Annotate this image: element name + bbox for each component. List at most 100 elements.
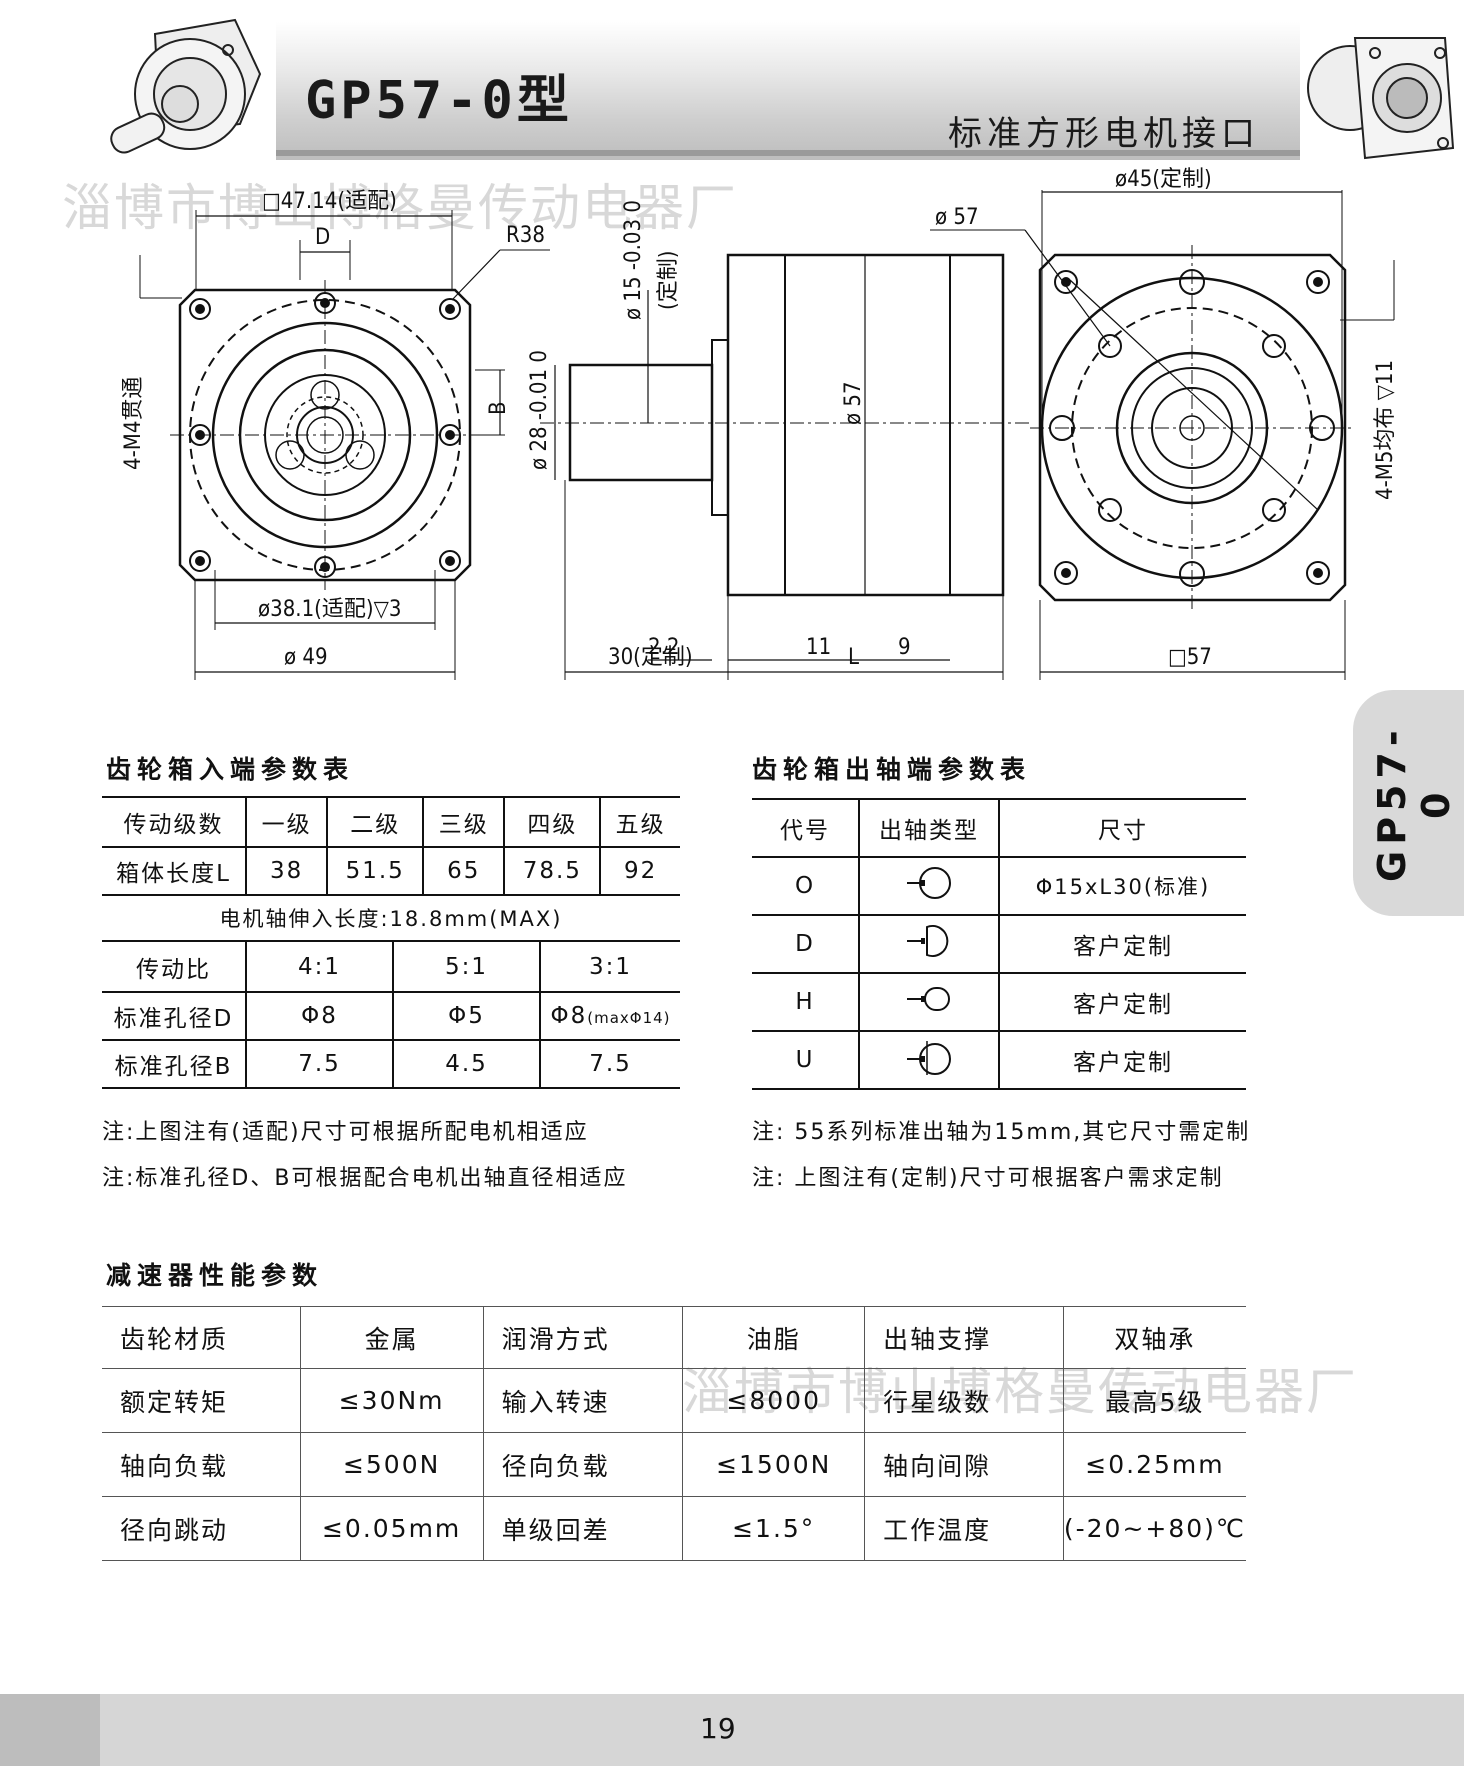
cell-stage-label: 传动级数 xyxy=(102,797,247,847)
cell-output-size-h: 客户定制 xyxy=(1073,992,1173,1018)
perf-table-title: 减速器性能参数 xyxy=(106,1261,324,1290)
shaft-type-d-icon xyxy=(859,915,1000,973)
cell-perf-2-2: 径向负载 xyxy=(483,1432,684,1497)
cell-output-size-o: Φ15xL30(标准) xyxy=(1035,875,1211,899)
cell-output-code-o: O xyxy=(752,857,860,915)
side-tab xyxy=(1353,690,1464,916)
dim-shaft-tol-note: (定制) xyxy=(656,251,681,310)
cell-perf-3-5: (-20~+80)℃ xyxy=(1063,1514,1246,1543)
input-table-title: 齿轮箱入端参数表 xyxy=(106,755,355,784)
dim-dia49: ø 49 xyxy=(284,645,328,670)
cell-perf-1-1: ≤30Nm xyxy=(300,1368,484,1433)
cell-output-h-type: 出轴类型 xyxy=(859,799,1000,857)
cell-output-size-u: 客户定制 xyxy=(1073,1050,1173,1076)
cell-ratio-label: 传动比 xyxy=(102,942,247,992)
cell-perf-1-2: 输入转速 xyxy=(483,1368,684,1433)
cell-output-code-d: D xyxy=(752,915,860,973)
dim-dia57-front: ø 57 xyxy=(935,205,979,230)
input-note-2: 注:标准孔径D、B可根据配合电机出轴直径相适应 xyxy=(102,1166,628,1191)
cell-perf-2-4: 轴向间隙 xyxy=(864,1432,1064,1497)
footer-band xyxy=(0,1694,1464,1766)
cell-boreB-3: 7.5 xyxy=(589,1051,632,1077)
cell-ratio-2: 5:1 xyxy=(393,942,541,992)
output-table-title: 齿轮箱出轴端参数表 xyxy=(752,755,1032,784)
cell-length-5: 92 xyxy=(623,858,658,884)
dim-r38: R38 xyxy=(506,223,545,248)
input-flange-view xyxy=(139,210,550,680)
cell-boreD-label: 标准孔径D xyxy=(102,992,247,1040)
cell-perf-2-5: ≤0.25mm xyxy=(1085,1450,1225,1479)
dim-dia45: ø45(定制) xyxy=(1115,167,1212,192)
cell-perf-0-5: 双轴承 xyxy=(1114,1324,1196,1354)
cell-perf-0-2: 润滑方式 xyxy=(483,1306,684,1369)
cell-shaft-insert: 电机轴伸入长度:18.8mm(MAX) xyxy=(219,907,563,931)
shaft-type-u-icon xyxy=(859,1031,1000,1089)
dim-shaft-tol: ø 15 -0.03 0 xyxy=(621,200,646,320)
cell-output-h-code: 代号 xyxy=(752,799,860,857)
dim-dia28: ø 28 -0.01 0 xyxy=(527,350,552,470)
cell-output-code-u: U xyxy=(752,1031,860,1089)
cell-perf-2-1: ≤500N xyxy=(300,1432,484,1497)
input-note-1: 注:上图注有(适配)尺寸可根据所配电机相适应 xyxy=(102,1120,589,1145)
shaft-type-o-icon xyxy=(859,857,1000,915)
cell-length-1: 38 xyxy=(246,847,329,895)
header-band xyxy=(276,22,1300,160)
watermark-top: 淄博市博山博格曼传动电器厂 xyxy=(62,179,738,237)
cell-perf-3-0: 径向跳动 xyxy=(102,1496,301,1561)
output-note-2: 注: 上图注有(定制)尺寸可根据客户需求定制 xyxy=(752,1166,1224,1191)
dim-holes-output: 4-M5均布 ▽11 xyxy=(1373,360,1398,500)
cell-boreD-3-extra: (maxΦ14) xyxy=(587,1009,671,1027)
cell-perf-2-3: ≤1500N xyxy=(682,1432,866,1497)
side-view xyxy=(540,253,1030,680)
cell-output-code-h: H xyxy=(752,973,860,1031)
cell-boreB-2: 4.5 xyxy=(393,1040,541,1088)
output-params-table: 代号 出轴类型 尺寸 O Φ15xL30(标准) D 客户定制 H 客户定制 U… xyxy=(752,798,1246,1090)
cell-perf-3-1: ≤0.05mm xyxy=(300,1496,484,1561)
technical-drawing: □47.14(适配) D R38 B 4-M4贯通 ø38.1(适配)▽3 ø … xyxy=(121,167,1398,680)
dim-2-2: 2.2 xyxy=(648,635,679,660)
cell-perf-3-2: 单级回差 xyxy=(483,1496,684,1561)
page-number: 19 xyxy=(700,1712,736,1745)
cell-perf-3-3: ≤1.5° xyxy=(682,1496,866,1561)
dim-holes-input: 4-M4贯通 xyxy=(121,377,146,470)
product-image-left xyxy=(110,18,262,154)
input-ratio-table: 传动比 4:1 5:1 3:1 标准孔径D Φ8 Φ5 Φ8(maxΦ14) 标… xyxy=(102,942,680,1089)
page-subtitle: 标准方形电机接口 xyxy=(948,114,1260,154)
cell-perf-2-0: 轴向负载 xyxy=(102,1432,301,1497)
cell-boreB-1: 7.5 xyxy=(246,1040,394,1088)
dim-square-input: □47.14(适配) xyxy=(262,189,397,214)
cell-length-4: 78.5 xyxy=(504,847,602,895)
output-note-1: 注: 55系列标准出轴为15mm,其它尺寸需定制 xyxy=(752,1120,1251,1145)
cell-boreD-1: Φ8 xyxy=(246,992,394,1040)
cell-stage-1: 一级 xyxy=(246,797,329,847)
cell-boreD-2: Φ5 xyxy=(393,992,541,1040)
cell-perf-0-1: 金属 xyxy=(300,1306,484,1369)
dim-30: 30(定制) xyxy=(608,645,693,670)
header-rule xyxy=(276,150,1300,156)
input-params-table: 传动级数 一级 二级 三级 四级 五级 箱体长度L 38 51.5 65 78.… xyxy=(102,796,680,942)
cell-perf-0-0: 齿轮材质 xyxy=(102,1306,301,1369)
cell-perf-1-0: 额定转矩 xyxy=(102,1368,301,1433)
dim-11: 11 xyxy=(806,635,831,660)
output-flange-view xyxy=(930,190,1395,680)
cell-stage-5: 五级 xyxy=(615,812,666,838)
cell-perf-1-4: 行星级数 xyxy=(864,1368,1064,1433)
cell-output-h-size: 尺寸 xyxy=(1098,818,1148,844)
cell-length-2: 51.5 xyxy=(327,847,425,895)
cell-length-label: 箱体长度L xyxy=(102,847,247,895)
cell-perf-0-4: 出轴支撑 xyxy=(864,1306,1064,1369)
footer-left-block xyxy=(0,1694,100,1766)
cell-boreB-label: 标准孔径B xyxy=(102,1040,247,1088)
dim-9: 9 xyxy=(898,635,911,660)
dim-d: D xyxy=(315,225,330,250)
dim-b: B xyxy=(486,401,511,415)
dim-l: L xyxy=(848,645,859,670)
cell-stage-2: 二级 xyxy=(327,797,425,847)
product-image-right xyxy=(1307,37,1455,160)
cell-output-size-d: 客户定制 xyxy=(1073,934,1173,960)
dim-dia57-side: ø 57 xyxy=(841,381,866,425)
side-tab-label: GP57-0 xyxy=(1370,724,1458,882)
cell-ratio-1: 4:1 xyxy=(246,942,394,992)
cell-length-3: 65 xyxy=(423,847,506,895)
dim-bore: ø38.1(适配)▽3 xyxy=(258,597,401,622)
